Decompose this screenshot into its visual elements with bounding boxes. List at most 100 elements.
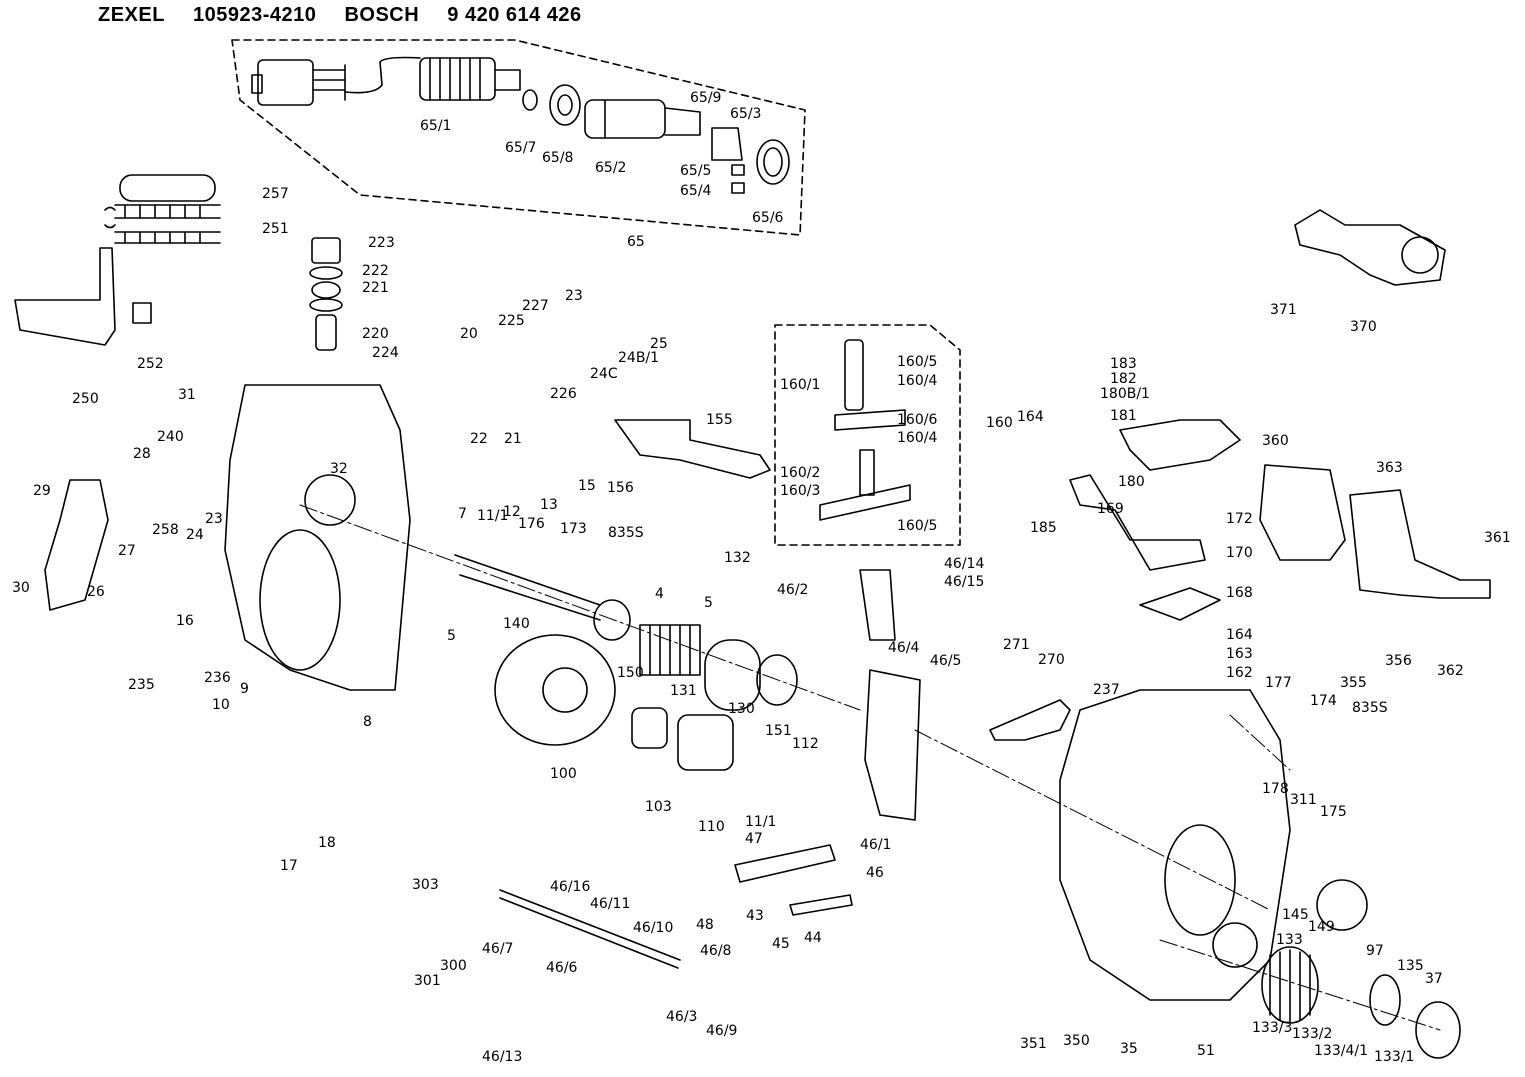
axis-line xyxy=(1229,714,1291,771)
part-label-240: 240 xyxy=(157,429,184,445)
part-label-27: 27 xyxy=(118,543,136,559)
part-label-220: 220 xyxy=(362,326,389,342)
part-label-227: 227 xyxy=(522,298,549,314)
part-label-175: 175 xyxy=(1320,804,1347,820)
part-label-46-9: 46/9 xyxy=(706,1023,737,1039)
axis-line xyxy=(299,504,861,711)
part-label-162: 162 xyxy=(1226,665,1253,681)
part-label-65-3: 65/3 xyxy=(730,106,761,122)
diagram-header: ZEXEL 105923-4210 BOSCH 9 420 614 426 xyxy=(98,4,604,32)
part-label-133-4-1: 133/4/1 xyxy=(1314,1043,1368,1059)
part-label-185: 185 xyxy=(1030,520,1057,536)
part-label-46-15: 46/15 xyxy=(944,574,984,590)
part-label-65-4: 65/4 xyxy=(680,183,712,199)
part-label-835S-a: 835S xyxy=(608,525,644,541)
part-label-11-1a: 11/1 xyxy=(477,508,508,524)
part-label-46-14: 46/14 xyxy=(944,556,984,572)
part-label-112: 112 xyxy=(792,736,819,752)
part-label-16: 16 xyxy=(176,613,194,629)
part-label-17: 17 xyxy=(280,858,298,874)
part-label-236: 236 xyxy=(204,670,231,686)
part-label-361: 361 xyxy=(1484,530,1511,546)
part-label-183: 183 xyxy=(1110,356,1137,372)
cap-151 xyxy=(756,654,798,706)
part-label-32: 32 xyxy=(330,461,348,477)
part-label-360: 360 xyxy=(1262,433,1289,449)
part-label-20: 20 xyxy=(460,326,478,342)
part-label-65: 65 xyxy=(627,234,645,250)
part-label-46-1: 46/1 xyxy=(860,837,891,853)
lever-170 xyxy=(1069,474,1206,571)
part-label-303: 303 xyxy=(412,877,439,893)
part-label-178: 178 xyxy=(1262,781,1289,797)
part-label-46-3: 46/3 xyxy=(666,1009,697,1025)
part-label-355: 355 xyxy=(1340,675,1367,691)
shaft-140 xyxy=(454,554,601,621)
part-label-103: 103 xyxy=(645,799,672,815)
part-label-29: 29 xyxy=(33,483,51,499)
part-label-301: 301 xyxy=(414,973,441,989)
part-label-47: 47 xyxy=(745,831,763,847)
part-label-160-2: 160/2 xyxy=(780,465,820,481)
part-label-222: 222 xyxy=(362,263,389,279)
plate-168 xyxy=(1139,587,1221,621)
bracket-part xyxy=(14,247,116,346)
group-65-outline xyxy=(231,39,806,236)
part-label-181: 181 xyxy=(1110,408,1137,424)
part-label-97: 97 xyxy=(1366,943,1384,959)
part-label-45: 45 xyxy=(772,936,790,952)
part-label-258: 258 xyxy=(152,522,179,538)
part-label-270: 270 xyxy=(1038,652,1065,668)
part-label-65-1: 65/1 xyxy=(420,118,451,134)
drive-sleeve xyxy=(631,707,668,749)
part-label-151: 151 xyxy=(765,723,792,739)
group-160-outline xyxy=(774,324,961,546)
part-label-51: 51 xyxy=(1197,1043,1215,1059)
part-label-130: 130 xyxy=(728,701,755,717)
part-label-149: 149 xyxy=(1308,919,1335,935)
part-label-156: 156 xyxy=(607,480,634,496)
part-label-311: 311 xyxy=(1290,792,1317,808)
part-label-164b: 164 xyxy=(1226,627,1253,643)
housing-bore xyxy=(259,529,341,671)
part-label-182: 182 xyxy=(1110,371,1137,387)
part-label-133-3: 133/3 xyxy=(1252,1020,1292,1036)
brand-zexel: ZEXEL xyxy=(98,4,165,26)
part-label-163: 163 xyxy=(1226,646,1253,662)
brand-bosch: BOSCH xyxy=(344,4,420,26)
part-label-65-7: 65/7 xyxy=(505,140,536,156)
part-label-180: 180 xyxy=(1118,474,1145,490)
part-label-15: 15 xyxy=(578,478,596,494)
part-label-223: 223 xyxy=(368,235,395,251)
lever-160-assembly xyxy=(819,339,911,521)
part-label-23b: 23 xyxy=(205,511,223,527)
part-label-226: 226 xyxy=(550,386,577,402)
part-label-44: 44 xyxy=(804,930,822,946)
part-label-835S-b: 835S xyxy=(1352,700,1388,716)
part-label-46: 46 xyxy=(866,865,884,881)
lever-181 xyxy=(1119,419,1241,471)
spring-133 xyxy=(1261,946,1319,1024)
part-label-370: 370 xyxy=(1350,319,1377,335)
part-label-155: 155 xyxy=(706,412,733,428)
part-label-7: 7 xyxy=(458,506,467,522)
bushing xyxy=(677,714,734,771)
part-label-31: 31 xyxy=(178,387,196,403)
part-label-46-2: 46/2 xyxy=(777,582,808,598)
cap-37 xyxy=(1415,1001,1461,1059)
part-label-131: 131 xyxy=(670,683,697,699)
ring-150 xyxy=(593,599,631,641)
part-label-235: 235 xyxy=(128,677,155,693)
lever-155 xyxy=(614,419,771,479)
pump-housing-right xyxy=(1059,689,1291,1001)
part-label-160: 160 xyxy=(986,415,1013,431)
part-label-180B-1: 180B/1 xyxy=(1100,386,1150,402)
part-label-363: 363 xyxy=(1376,460,1403,476)
part-label-5a: 5 xyxy=(704,595,713,611)
part-label-46-7: 46/7 xyxy=(482,941,513,957)
part-label-224: 224 xyxy=(372,345,399,361)
plug-97 xyxy=(1316,879,1368,931)
lever-46-1 xyxy=(864,669,921,821)
part-label-257: 257 xyxy=(262,186,289,202)
part-label-24C: 24C xyxy=(590,366,618,382)
